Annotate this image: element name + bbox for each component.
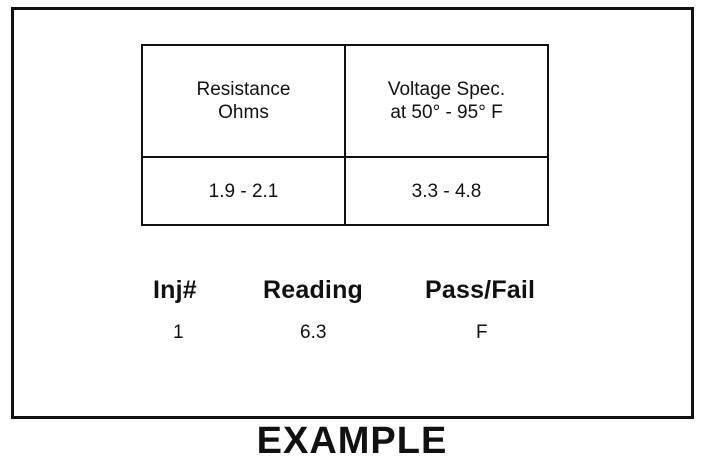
spec-table: Resistance Ohms Voltage Spec. at 50° - 9… (141, 44, 549, 226)
resistance-header-line1: Resistance (196, 79, 291, 100)
spec-table-row: 1.9 - 2.1 3.3 - 4.8 (141, 156, 549, 226)
injector-number-heading: Inj# (153, 276, 197, 304)
voltage-value-cell: 3.3 - 4.8 (344, 156, 549, 226)
example-frame (11, 7, 694, 419)
example-caption: EXAMPLE (256, 420, 448, 462)
voltage-header-line2: at 50° - 95° F (390, 102, 503, 123)
spec-table-header-row: Resistance Ohms Voltage Spec. at 50° - 9… (141, 44, 549, 158)
reading-value: 6.3 (300, 322, 327, 343)
voltage-header-cell: Voltage Spec. at 50° - 95° F (344, 44, 549, 158)
resistance-header-line2: Ohms (218, 102, 269, 123)
pass-fail-heading: Pass/Fail (425, 276, 536, 304)
resistance-value-cell: 1.9 - 2.1 (141, 156, 346, 226)
resistance-header-cell: Resistance Ohms (141, 44, 346, 158)
reading-heading: Reading (263, 276, 364, 304)
voltage-header-line1: Voltage Spec. (387, 79, 506, 100)
pass-fail-value: F (476, 322, 488, 343)
injector-number-value: 1 (173, 322, 184, 343)
